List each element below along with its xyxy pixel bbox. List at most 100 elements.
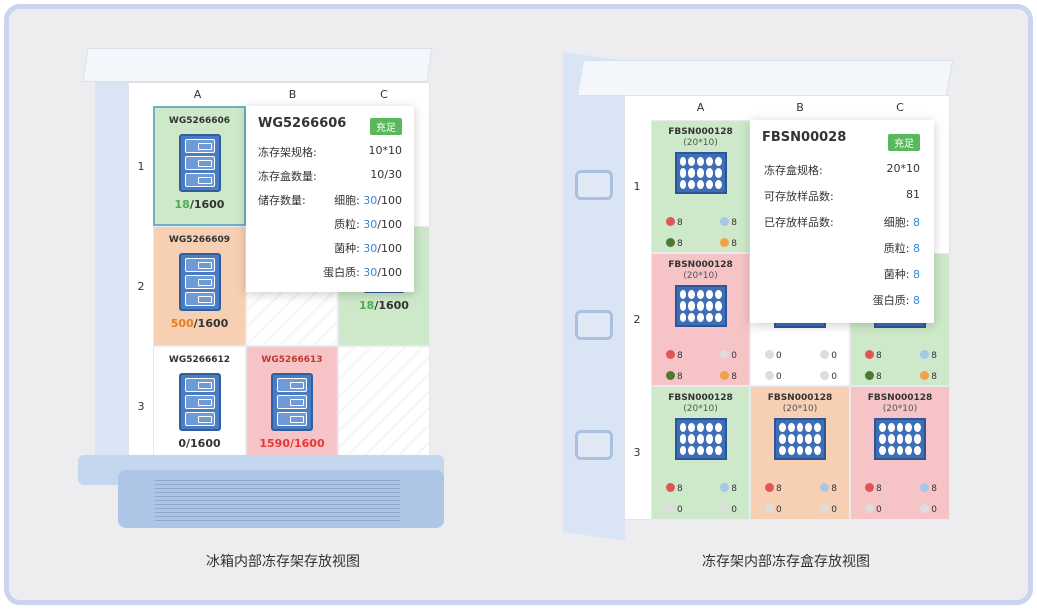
col-header-c: C [380, 88, 388, 101]
rack-handle-icon [575, 170, 613, 200]
plasmid-count: 8 [920, 350, 937, 361]
status-badge: 充足 [370, 118, 402, 135]
strain-count: 0 [765, 371, 782, 382]
box-dim: (20*10) [683, 404, 718, 414]
rack-cell-b3[interactable]: WG5266613 1590/1600 [246, 346, 338, 466]
plate-icon [674, 285, 727, 327]
rack-cell-a1[interactable]: WG5266606 18/1600 [153, 106, 246, 226]
protein-count: 0 [720, 504, 737, 515]
rack-count: 18/1600 [359, 299, 409, 312]
cell-count: 8 [666, 217, 683, 228]
protein-count: 8 [720, 371, 737, 382]
box-cell-b3[interactable]: FBSN000128 (20*10) 8 8 0 0 [750, 386, 850, 520]
stored-item-plasmid: 质粒: 8 [883, 242, 920, 255]
box-code: FBSN000128 [668, 393, 733, 403]
box-cell-a1[interactable]: FBSN000128 (20*10) 8 8 8 8 [651, 120, 750, 253]
spec-label: 冻存架规格: [258, 146, 317, 159]
plasmid-count: 8 [820, 483, 837, 494]
rack-handle-icon [575, 310, 613, 340]
col-header-a: A [193, 88, 202, 101]
stored-label: 已存放样品数: [764, 216, 834, 229]
rack-cell-c3[interactable] [338, 346, 430, 466]
box-label: 冻存盒数量: [258, 170, 317, 183]
rack-cell-a2[interactable]: WG5266609 500/1600 [153, 226, 246, 346]
col-header-b: B [796, 101, 804, 114]
rack-code: WG5266609 [168, 235, 231, 245]
plasmid-count: 0 [720, 350, 737, 361]
store-item-plasmid: 质粒: 30/100 [334, 218, 402, 231]
store-item-protein: 蛋白质: 30/100 [323, 266, 402, 279]
row-label-1: 1 [137, 160, 145, 173]
left-caption: 冰箱内部冻存架存放视图 [206, 554, 360, 570]
col-header-a: A [696, 101, 705, 114]
box-code: FBSN000128 [767, 393, 833, 403]
rack-code: WG5266613 [261, 355, 323, 365]
right-caption: 冻存架内部冻存盒存放视图 [702, 554, 870, 570]
plasmid-count: 8 [720, 217, 737, 228]
cell-count: 8 [666, 350, 683, 361]
cell-count: 0 [765, 350, 782, 361]
strain-count: 0 [765, 504, 782, 515]
vent-grille [155, 480, 400, 522]
cell-count: 8 [765, 483, 782, 494]
protein-count: 8 [720, 238, 737, 249]
status-badge: 充足 [888, 134, 920, 151]
col-header-c: C [896, 101, 904, 114]
rack-icon [178, 373, 221, 431]
box-cell-a2[interactable]: FBSN000128 (20*10) 8 0 8 8 [651, 253, 750, 386]
rack-count: 1590/1600 [259, 437, 325, 450]
rack-cell-a3[interactable]: WG5266612 0/1600 [153, 346, 246, 466]
rack-icon [271, 373, 313, 431]
spec-label: 冻存盒规格: [764, 164, 823, 177]
store-item-strain: 菌种: 30/100 [334, 242, 402, 255]
protein-count: 0 [820, 371, 837, 382]
col-header-b: B [288, 88, 297, 101]
rack-count: 0/1600 [178, 437, 221, 450]
plasmid-count: 8 [920, 483, 937, 494]
freezer-cabinet: A B C 1 2 3 WG5266606 18/1600 WG5266609 … [78, 48, 444, 528]
strain-count: 8 [666, 371, 683, 382]
rack-icon [178, 253, 221, 311]
plate-icon [774, 418, 826, 460]
cell-count: 8 [865, 350, 882, 361]
box-code: FBSN000128 [668, 127, 733, 137]
box-dim: (20*10) [882, 404, 918, 414]
plate-icon [874, 418, 926, 460]
capacity-label: 可存放样品数: [764, 190, 834, 203]
store-label: 储存数量: [258, 194, 306, 207]
rack-count: 18/1600 [174, 198, 225, 211]
stored-item-strain: 菌种: 8 [883, 268, 920, 281]
rack-code: WG5266612 [168, 355, 231, 365]
capacity-value: 81 [906, 188, 920, 201]
row-label-3: 3 [137, 400, 145, 413]
plasmid-count: 8 [720, 483, 737, 494]
box-dim: (20*10) [683, 271, 718, 281]
rack-code: WG5266606 [168, 116, 231, 126]
rack-icon [178, 134, 221, 192]
plasmid-count: 0 [820, 350, 837, 361]
spec-value: 20*10 [886, 162, 921, 175]
box-cell-a3[interactable]: FBSN000128 (20*10) 8 8 0 0 [651, 386, 750, 520]
strain-count: 0 [666, 504, 683, 515]
box-cell-c3[interactable]: FBSN000128 (20*10) 8 8 0 0 [850, 386, 950, 520]
rack-count: 500/1600 [170, 317, 229, 330]
row-label-3: 3 [633, 446, 641, 459]
row-label-2: 2 [633, 313, 641, 326]
box-code: FBSN000128 [867, 393, 933, 403]
box-code: FBSN000128 [668, 260, 733, 270]
strain-count: 8 [666, 238, 683, 249]
store-item-cell: 细胞: 30/100 [334, 194, 402, 207]
protein-count: 8 [920, 371, 937, 382]
row-label-1: 1 [633, 180, 641, 193]
cell-count: 8 [666, 483, 683, 494]
protein-count: 0 [820, 504, 837, 515]
strain-count: 0 [865, 504, 882, 515]
box-detail-popup: FBSN00028 充足 冻存盒规格: 20*10 可存放样品数: 81 已存放… [750, 120, 934, 323]
popup-title: FBSN00028 [762, 130, 847, 145]
strain-count: 8 [865, 371, 882, 382]
spec-value: 10*10 [368, 144, 403, 157]
plate-icon [674, 152, 727, 194]
box-dim: (20*10) [782, 404, 818, 414]
stored-item-cell: 细胞: 8 [883, 216, 920, 229]
